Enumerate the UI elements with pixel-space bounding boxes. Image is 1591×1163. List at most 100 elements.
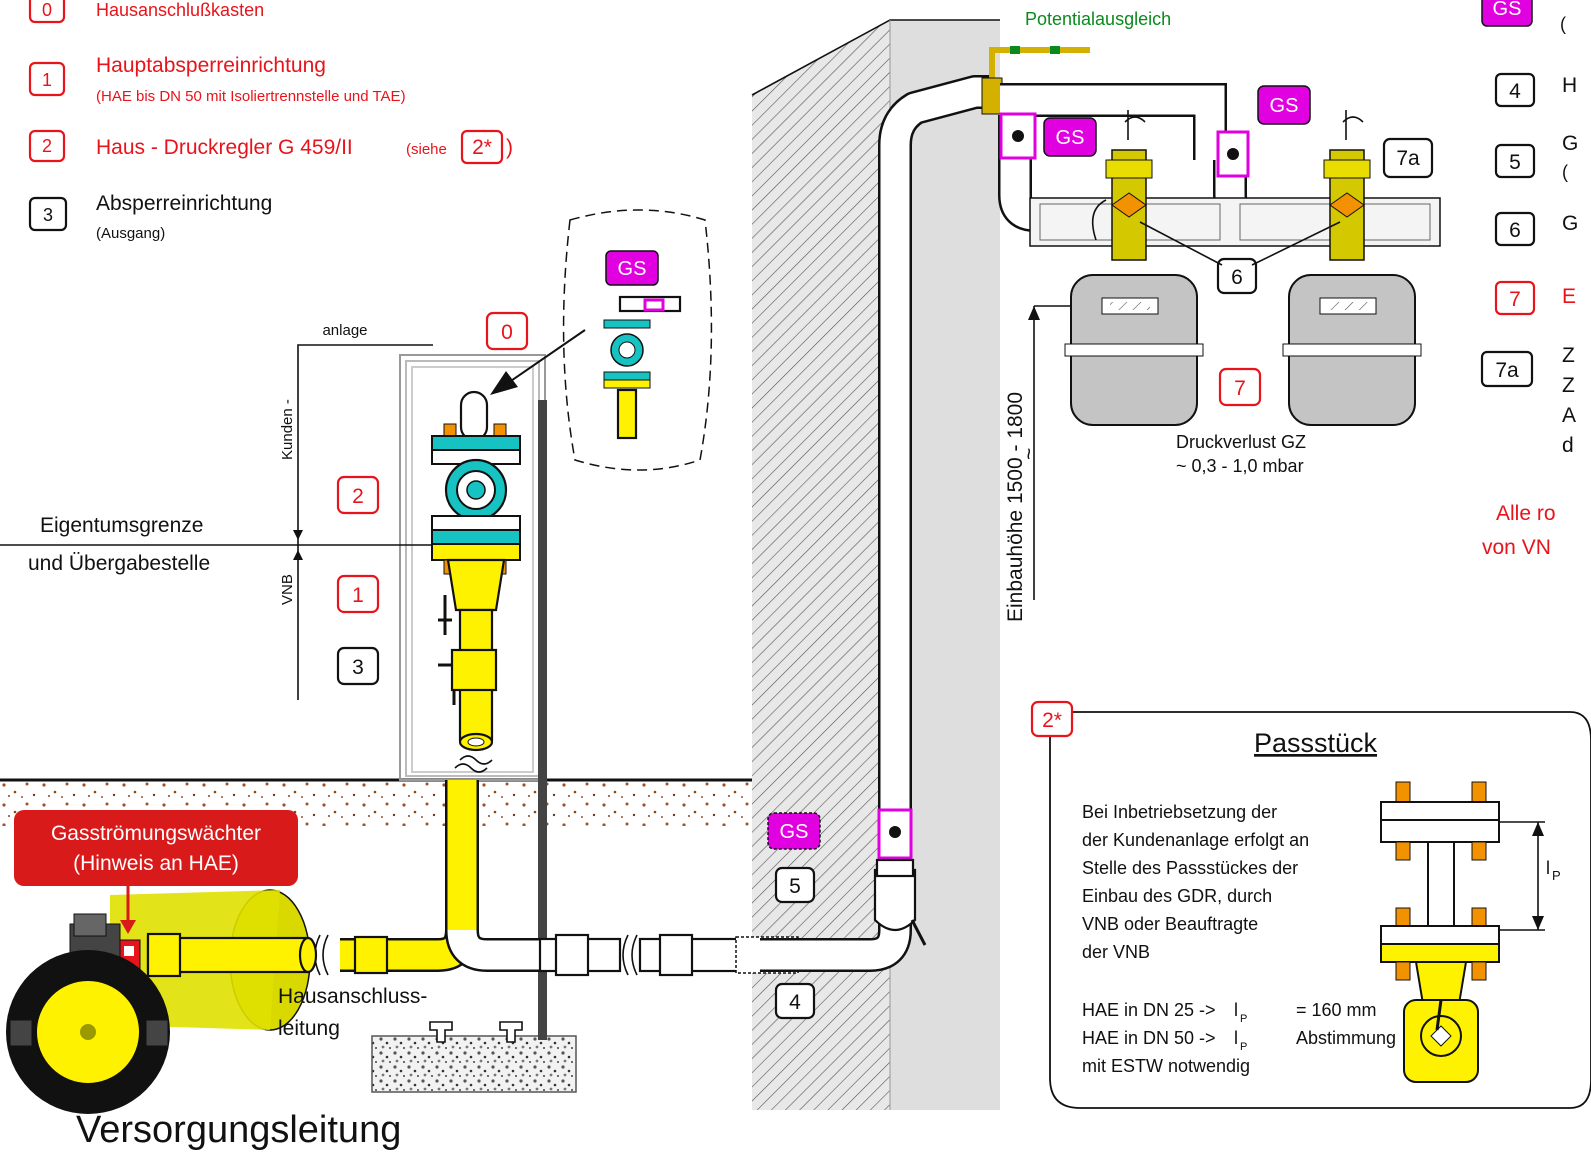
gs-label-wall: GS bbox=[780, 821, 809, 843]
passstueck-text-5: VNB oder Beauftragte bbox=[1082, 914, 1258, 934]
gas-meter-2 bbox=[1282, 110, 1422, 426]
right-legend-num-7: 7 bbox=[1509, 288, 1521, 311]
legend-num-2: 2 bbox=[42, 136, 52, 156]
legend-label-2: Haus - Druckregler G 459/II bbox=[96, 136, 353, 159]
druckverlust-label-2: ~ 0,3 - 1,0 mbar bbox=[1176, 456, 1304, 476]
gs-label-meter1: GS bbox=[1056, 127, 1085, 149]
passstueck-text-1: Bei Inbetriebsetzung der bbox=[1082, 802, 1277, 822]
right-legend-gs-text: ( bbox=[1560, 14, 1566, 34]
right-legend-note-1: Alle ro bbox=[1496, 502, 1556, 525]
meter-manifold bbox=[998, 83, 1441, 247]
legend: 0 Hausanschlußkasten 1 Hauptabsperreinri… bbox=[28, 0, 513, 242]
passstueck-text-4: Einbau des GDR, durch bbox=[1082, 886, 1272, 906]
legend-sub-1: (HAE bis DN 50 mit Isoliertrennstelle un… bbox=[96, 88, 406, 105]
marker-1: 1 bbox=[336, 574, 380, 614]
legend-sub-2: (siehe bbox=[406, 141, 447, 158]
marker-2: 2 bbox=[336, 475, 380, 515]
legend-num-1: 1 bbox=[42, 70, 52, 90]
hausanschluss-label-2: leitung bbox=[278, 1017, 340, 1040]
supply-main bbox=[6, 889, 318, 1114]
passstueck-drawing: l P bbox=[1380, 781, 1561, 1083]
passstueck-estw: mit ESTW notwendig bbox=[1082, 1056, 1250, 1076]
einbauhoehe-tilde: ~ bbox=[1018, 448, 1041, 460]
marker-0-text: 0 bbox=[501, 321, 513, 344]
marker-2-text: 2 bbox=[352, 485, 364, 508]
ownership-boundary: anlage Kunden - VNB Eigentumsgrenze und … bbox=[0, 322, 440, 700]
gasstrom-label-1: Gasströmungswächter bbox=[51, 822, 261, 845]
foundation-bolts bbox=[429, 1021, 523, 1043]
passstueck-lp-2: l bbox=[1234, 1028, 1238, 1048]
marker-4-text: 4 bbox=[789, 991, 801, 1014]
riser-pipe bbox=[760, 75, 995, 972]
right-legend-num-7a: 7a bbox=[1495, 359, 1519, 382]
marker-3: 3 bbox=[336, 646, 380, 686]
passstueck-lp-2-sub: P bbox=[1240, 1041, 1247, 1053]
passstueck-ref: 2* bbox=[1042, 709, 1062, 732]
kunden-label: Kunden - bbox=[279, 399, 296, 460]
legend-label-1: Hauptabsperreinrichtung bbox=[96, 54, 326, 77]
right-legend-num-6: 6 bbox=[1509, 219, 1521, 242]
legend-item-0: 0 Hausanschlußkasten bbox=[28, 0, 264, 24]
right-legend-text-7: E bbox=[1562, 285, 1576, 308]
passstueck-dn50-value: Abstimmung bbox=[1296, 1028, 1396, 1048]
legend-num-0: 0 bbox=[42, 0, 52, 20]
marker-4: 4 bbox=[774, 982, 816, 1020]
versorgungsleitung-label: Versorgungsleitung bbox=[76, 1109, 401, 1151]
gas-flow-monitor-callout: Gasströmungswächter (Hinweis an HAE) bbox=[14, 810, 298, 934]
legend-label-0: Hausanschlußkasten bbox=[96, 0, 264, 20]
right-legend-text-5: G bbox=[1562, 132, 1578, 155]
legend-num-3: 3 bbox=[43, 205, 53, 225]
marker-5: 5 bbox=[774, 866, 816, 904]
right-legend-gs: GS bbox=[1493, 0, 1522, 20]
einbauhoehe-label: Einbauhöhe 1500 - 1800 bbox=[1004, 392, 1027, 622]
gas-meter-1 bbox=[1064, 110, 1204, 426]
gravel-bed bbox=[371, 1035, 577, 1093]
gs-label-meter2: GS bbox=[1270, 95, 1299, 117]
right-legend-text-6: G bbox=[1562, 212, 1578, 235]
right-legend-7a-line4: d bbox=[1562, 434, 1574, 457]
legend-ref-2star: 2* bbox=[472, 136, 492, 159]
right-legend-7a-line2: Z bbox=[1562, 374, 1575, 397]
passstueck-text-6: der VNB bbox=[1082, 942, 1150, 962]
passstueck-title: Passstück bbox=[1254, 728, 1378, 758]
passstueck-lp-1-sub: P bbox=[1240, 1013, 1247, 1025]
gs-label-inset: GS bbox=[618, 258, 647, 280]
passstueck-lp-dim-sub: P bbox=[1552, 868, 1561, 883]
druckverlust-label-1: Druckverlust GZ bbox=[1176, 432, 1306, 452]
passstueck-dn50: HAE in DN 50 -> bbox=[1082, 1028, 1216, 1048]
passstueck-lp-dim: l bbox=[1546, 858, 1550, 878]
right-legend-num-4: 4 bbox=[1509, 80, 1521, 103]
legend-item-2: 2 Haus - Druckregler G 459/II (siehe 2* … bbox=[28, 129, 513, 165]
marker-7a-text: 7a bbox=[1396, 147, 1420, 170]
passstueck-dn25-value: = 160 mm bbox=[1296, 1000, 1377, 1020]
passstueck-dn25: HAE in DN 25 -> bbox=[1082, 1000, 1216, 1020]
marker-7-text: 7 bbox=[1234, 377, 1246, 400]
passstueck-text-3: Stelle des Passstückes der bbox=[1082, 858, 1298, 878]
vnb-label: VNB bbox=[279, 574, 296, 605]
service-pipe bbox=[314, 763, 799, 977]
right-legend-sub-5: ( bbox=[1562, 162, 1568, 182]
anlage-label: anlage bbox=[322, 322, 367, 339]
legend-sub-3: (Ausgang) bbox=[96, 225, 165, 242]
marker-3-text: 3 bbox=[352, 656, 364, 679]
potentialausgleich-label: Potentialausgleich bbox=[1025, 9, 1171, 29]
right-legend-7a-line1: Z bbox=[1562, 344, 1575, 367]
right-legend-text-4: H bbox=[1562, 74, 1577, 97]
marker-0: 0 bbox=[485, 311, 586, 395]
marker-gs-wall: GS bbox=[767, 812, 821, 850]
marker-5-text: 5 bbox=[789, 875, 801, 898]
right-legend: GS ( 4 H 5 G ( 6 G 7 E 7a Z Z A d Alle r… bbox=[1480, 0, 1578, 559]
legend-item-3: 3 Absperreinrichtung (Ausgang) bbox=[28, 192, 272, 242]
eigentumsgrenze-label: Eigentumsgrenze bbox=[40, 514, 203, 537]
marker-6-text: 6 bbox=[1231, 266, 1243, 289]
legend-label-3: Absperreinrichtung bbox=[96, 192, 272, 215]
right-legend-note-2: von VN bbox=[1482, 536, 1551, 559]
meter-labels: GS GS 7a 6 7 Druckverlust GZ ~ 0,3 - 1,0… bbox=[1043, 85, 1434, 476]
equipotential-bonding: Potentialausgleich bbox=[981, 9, 1171, 115]
gasstrom-label-2: (Hinweis an HAE) bbox=[73, 852, 239, 875]
marker-1-text: 1 bbox=[352, 584, 364, 607]
passstueck-detail: 2* Passstück Bei Inbetriebsetzung der de… bbox=[1030, 700, 1591, 1109]
legend-item-1: 1 Hauptabsperreinrichtung (HAE bis DN 50… bbox=[28, 54, 406, 105]
right-legend-num-5: 5 bbox=[1509, 151, 1521, 174]
